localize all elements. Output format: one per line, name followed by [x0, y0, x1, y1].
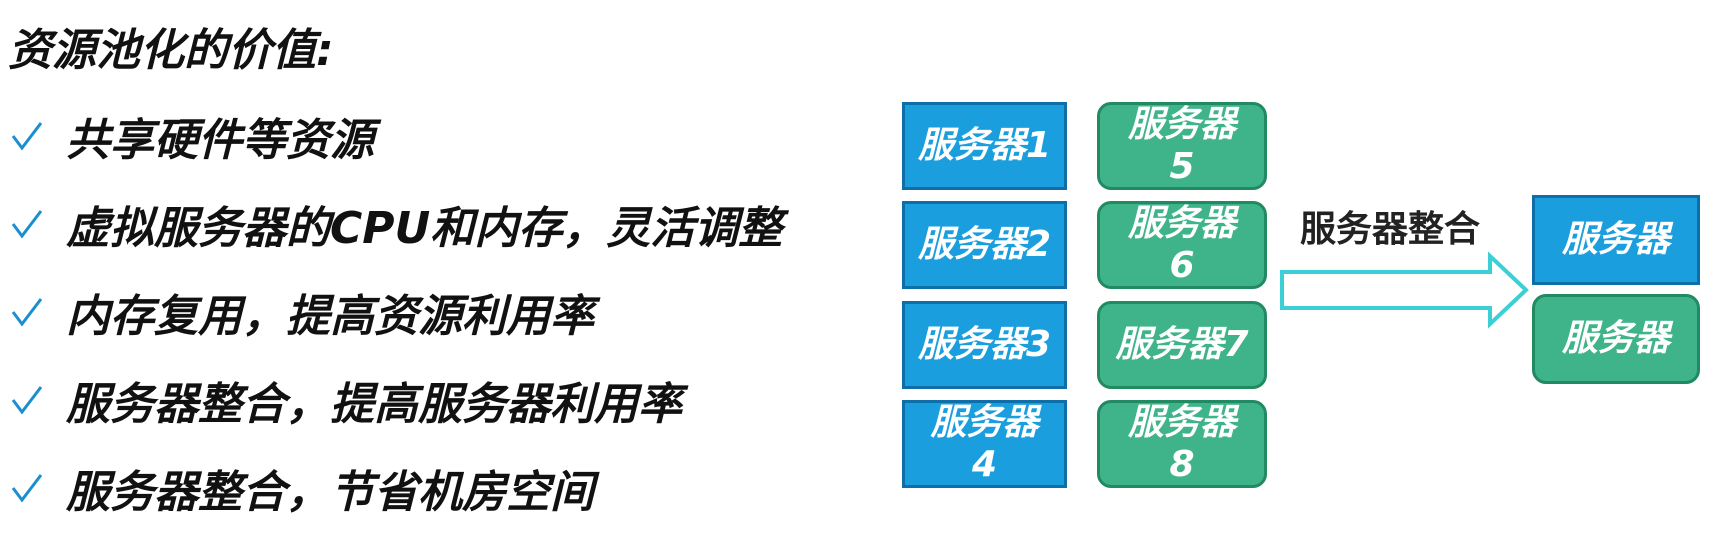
server-box-3: 服务器3	[902, 301, 1067, 389]
bullet-text: 内存复用，提高资源利用率	[66, 291, 594, 342]
result-server-box-blue: 服务器	[1532, 195, 1700, 285]
bullet-text: 服务器整合，提高服务器利用率	[66, 379, 682, 430]
bullet-item: 共享硬件等资源	[10, 92, 782, 180]
page-title: 资源池化的价值:	[8, 25, 334, 76]
bullet-text: 虚拟服务器的CPU和内存，灵活调整	[66, 203, 783, 254]
server-box-7: 服务器7	[1097, 301, 1267, 389]
server-box-1: 服务器1	[902, 102, 1067, 190]
bullet-item: 服务器整合，节省机房空间	[10, 444, 782, 532]
bullet-item: 虚拟服务器的CPU和内存，灵活调整	[10, 180, 782, 268]
checkmark-icon	[11, 298, 43, 327]
merge-label: 服务器整合	[1300, 209, 1481, 250]
checkmark-icon	[11, 386, 43, 415]
checkmark-icon	[11, 122, 43, 151]
checkmark-icon	[11, 210, 43, 239]
server-box-2: 服务器2	[902, 201, 1067, 289]
bullet-list: 共享硬件等资源 虚拟服务器的CPU和内存，灵活调整 内存复用，提高资源利用率 服…	[10, 92, 782, 532]
bullet-text: 共享硬件等资源	[66, 115, 374, 166]
bullet-item: 内存复用，提高资源利用率	[10, 268, 782, 356]
checkmark-icon	[11, 474, 43, 503]
result-server-box-green: 服务器	[1532, 294, 1700, 384]
bullet-item: 服务器整合，提高服务器利用率	[10, 356, 782, 444]
right-arrow-icon	[1280, 251, 1529, 329]
bullet-text: 服务器整合，节省机房空间	[66, 467, 594, 518]
